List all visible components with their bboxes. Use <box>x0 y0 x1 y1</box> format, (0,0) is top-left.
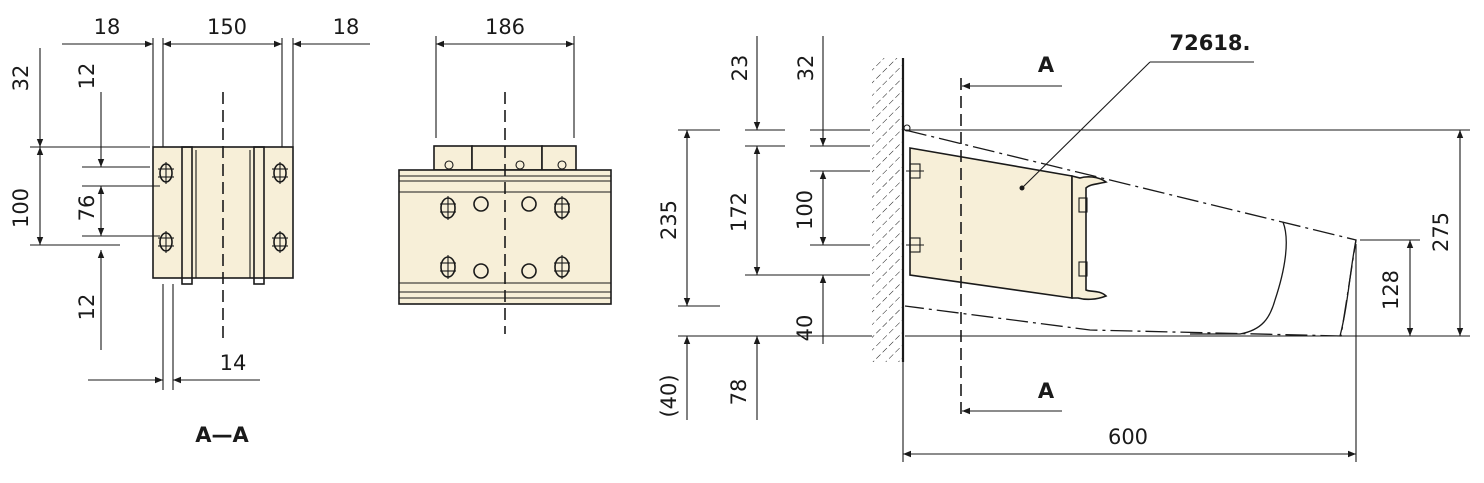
section-label: A—A <box>195 423 249 447</box>
dim-top-a: 23 <box>728 55 752 82</box>
dim-tip: 128 <box>1379 270 1403 310</box>
bolt-icon <box>554 196 570 220</box>
dim-length: 600 <box>1108 425 1148 449</box>
bolt-icon <box>554 255 570 279</box>
left-plate <box>181 146 193 285</box>
lug-right <box>541 145 577 171</box>
dim-top-gap: 12 <box>75 63 99 90</box>
dim-height: 100 <box>9 188 33 228</box>
dim-holes: 100 <box>793 190 817 230</box>
section-marker-top: A <box>1038 53 1055 77</box>
dim-span: 235 <box>657 200 681 240</box>
dim-right-flange: 18 <box>333 15 360 39</box>
bracket-body <box>909 147 1073 299</box>
bolt-icon <box>272 231 288 253</box>
dim-bottom-paren: (40) <box>657 374 681 417</box>
dim-bottom-gap: 12 <box>75 294 99 321</box>
section-marker-bottom: A <box>1038 379 1055 403</box>
wall <box>872 58 902 362</box>
hook-plate <box>1071 174 1108 301</box>
dim-top-b: 32 <box>794 55 818 82</box>
bolt-icon <box>158 162 174 184</box>
bolt-icon <box>272 162 288 184</box>
dim-total: 275 <box>1429 212 1453 252</box>
right-plate <box>253 146 265 285</box>
section-view: 18 150 18 32 100 12 76 12 14 A—A <box>9 15 370 447</box>
bolt-icon <box>158 231 174 253</box>
hole-icon <box>521 263 537 279</box>
dim-plate: 14 <box>220 351 247 375</box>
dim-width: 150 <box>207 15 247 39</box>
side-view: 72618. A A 23 32 235 172 100 <box>657 31 1470 462</box>
dim-overall: 32 <box>9 65 33 92</box>
front-view: 186 <box>398 15 612 334</box>
dim-bottom-40: 40 <box>793 315 817 342</box>
dim-bottom-78: 78 <box>727 379 751 406</box>
bolt-icon <box>440 196 456 220</box>
dim-hole-pitch: 76 <box>75 195 99 222</box>
dim-body: 172 <box>727 192 751 232</box>
lug-mid <box>471 145 543 171</box>
hole-icon <box>473 196 489 212</box>
dim-left-flange: 18 <box>94 15 121 39</box>
bolt-icon <box>440 255 456 279</box>
hole-icon <box>521 196 537 212</box>
part-number: 72618. <box>1169 31 1250 55</box>
hole-icon <box>473 263 489 279</box>
dim-front-width: 186 <box>485 15 525 39</box>
